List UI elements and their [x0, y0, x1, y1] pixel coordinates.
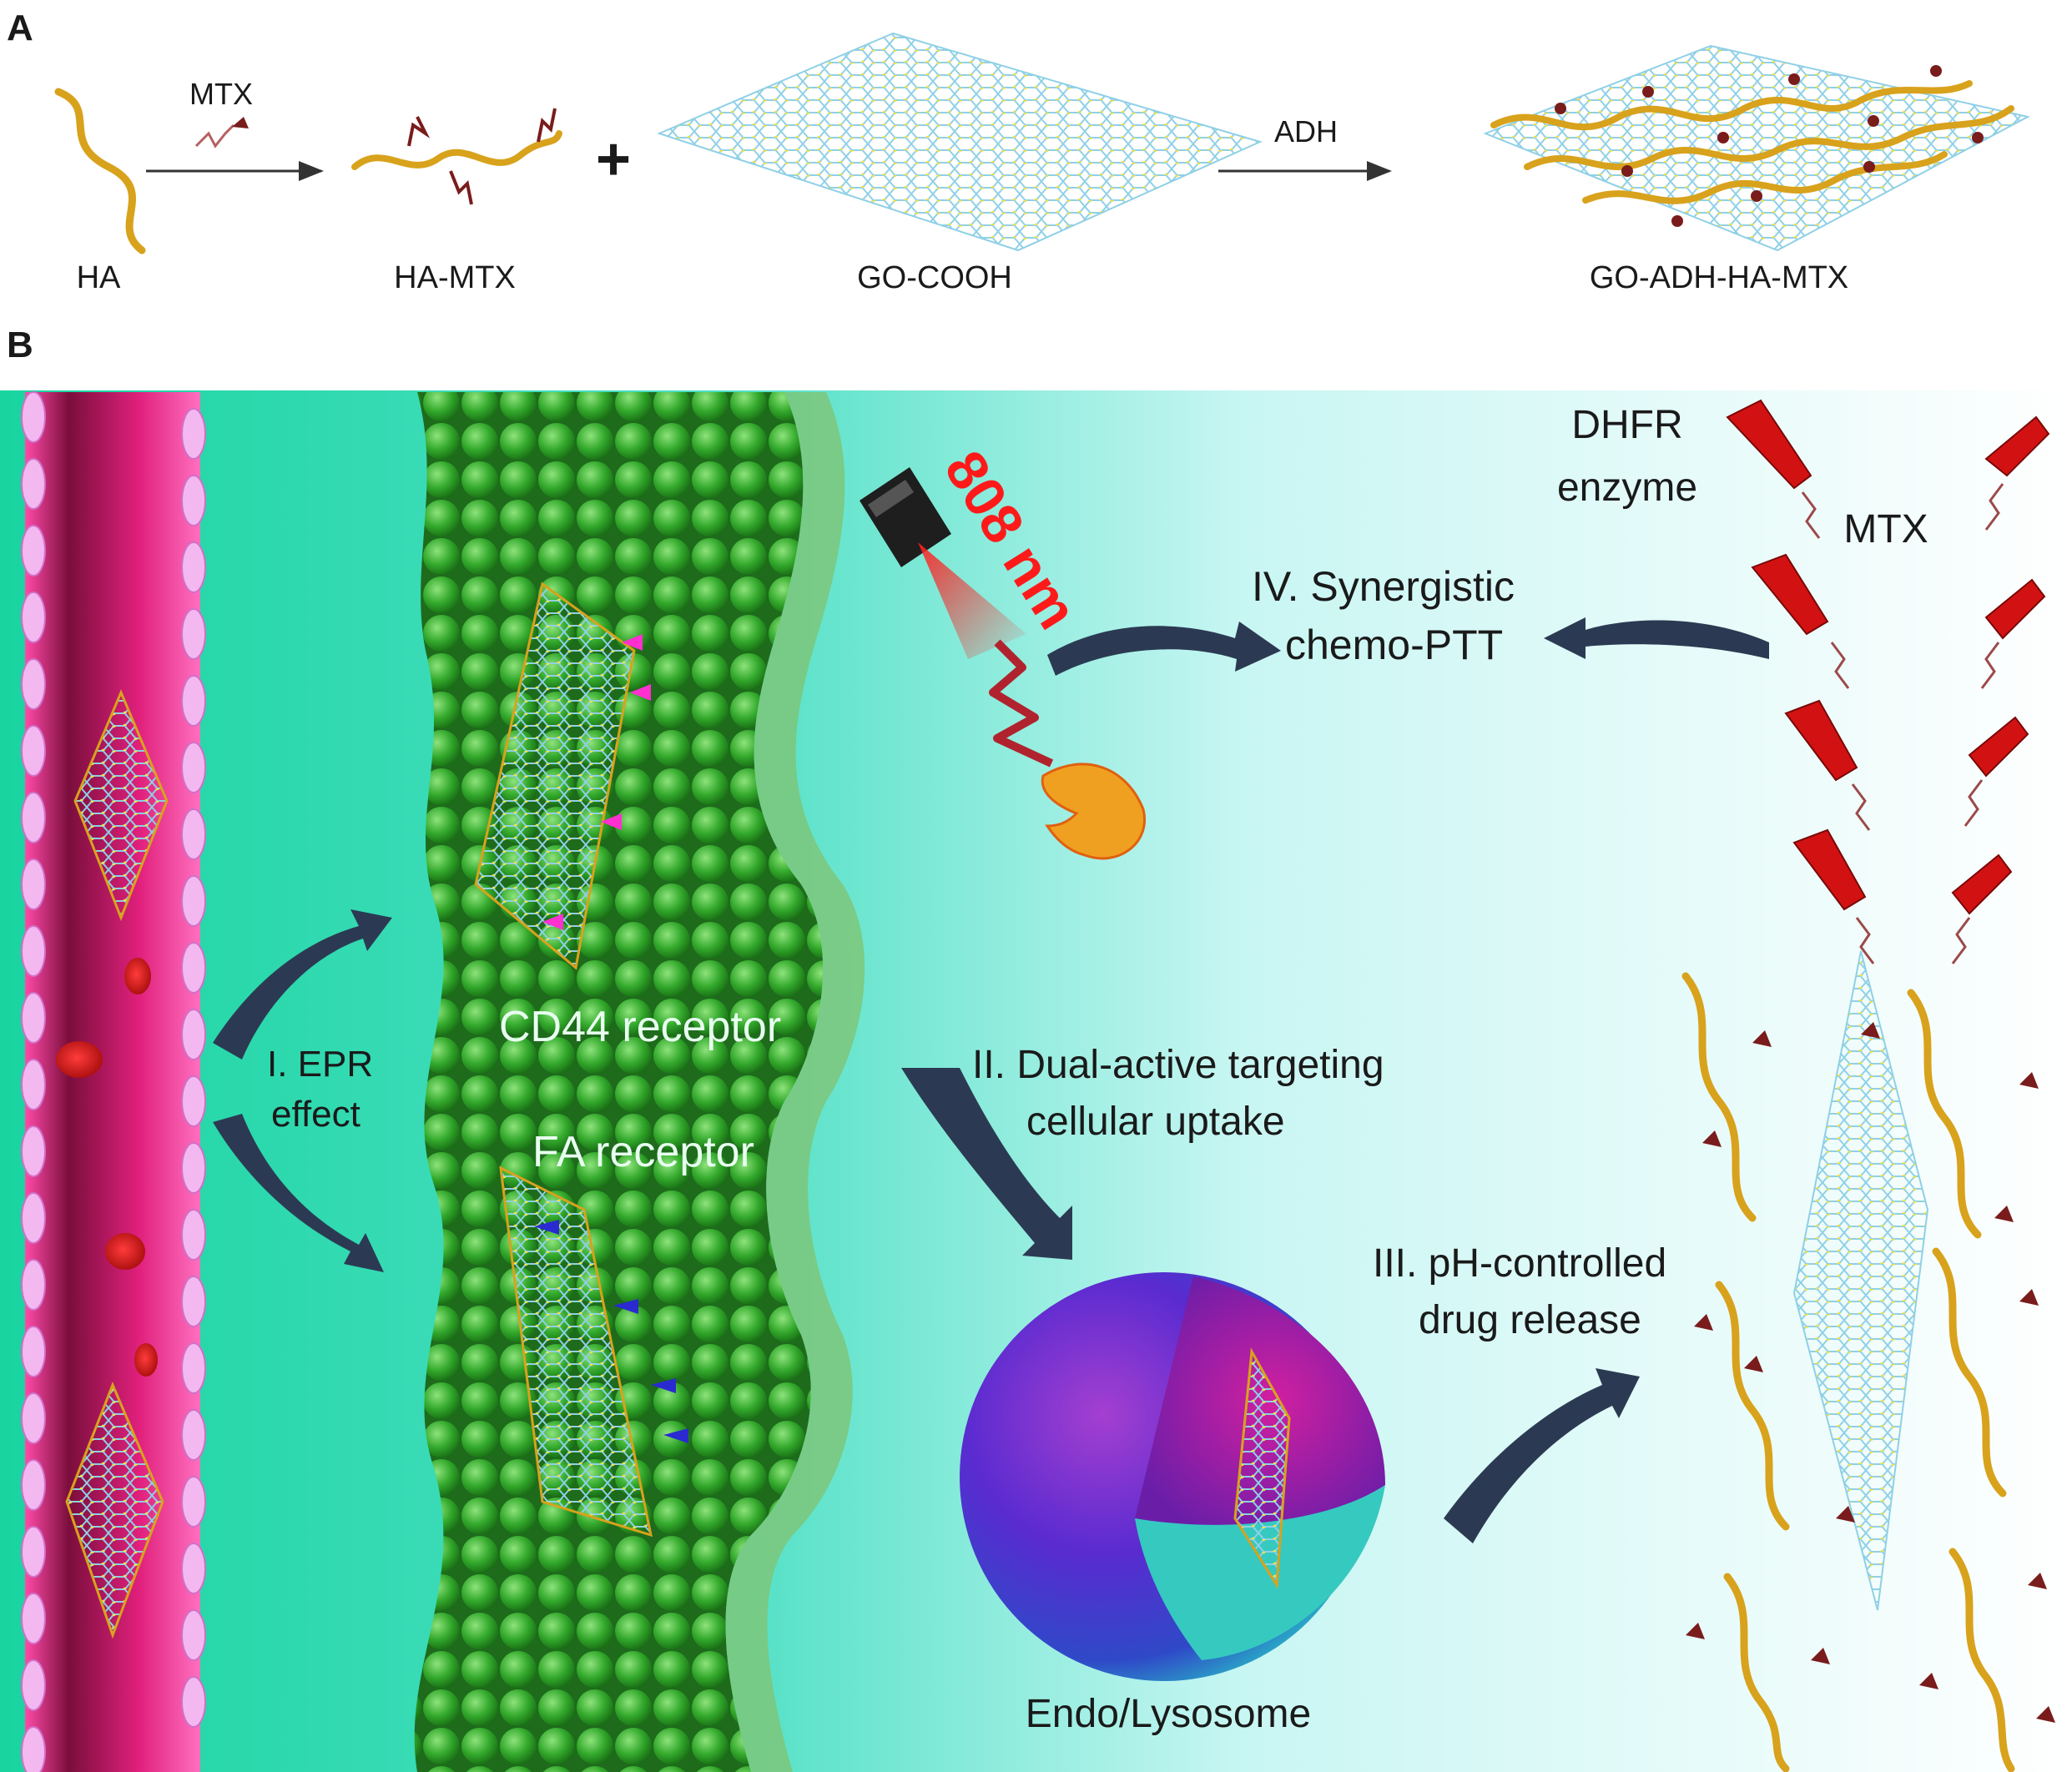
ha-mtx-drug-icon-2: [449, 170, 473, 205]
fa-label: FA receptor: [532, 1128, 754, 1176]
mtx-reagent-drug-icon: [232, 117, 249, 128]
label-go-cooh: GO-COOH: [857, 260, 1012, 295]
released-mtx-drugs: [1686, 1022, 2055, 1723]
panel-a-letter: A: [7, 8, 33, 48]
dhfr-line1: DHFR: [1571, 403, 1682, 447]
ha-chain: [54, 88, 146, 254]
dual-line1: II. Dual-active targeting: [972, 1043, 1384, 1087]
plus-sign: +: [596, 126, 631, 193]
mtx-label: MTX: [1843, 507, 1928, 551]
fa-bound-nanosheet: [499, 1165, 653, 1538]
endolysosome-inner-shell: [1135, 1485, 1385, 1660]
go-cooh-sheet: [657, 32, 1263, 252]
synergy-arrow-left: [1047, 622, 1281, 676]
cd44-label: CD44 receptor: [499, 1003, 781, 1051]
product-mtx-drugs: [1555, 65, 1984, 227]
ph-release-arrow: [1444, 1368, 1640, 1543]
label-ha-mtx: HA-MTX: [394, 260, 516, 295]
synergy-line1: IV. Synergistic: [1252, 563, 1515, 610]
cd44-bound-nanosheet: [474, 581, 636, 970]
reagent-adh: ADH: [1274, 114, 1338, 149]
label-ha: HA: [77, 260, 121, 295]
panel-b: CD44 receptor FA receptor I. EPR effect …: [0, 390, 2072, 1772]
released-ha-chains: [1681, 972, 2015, 1772]
epr-arrow-down: [213, 1114, 384, 1272]
product-ha-chains: [1490, 80, 2014, 204]
reagent-mtx: MTX: [189, 77, 253, 111]
red-blood-cells: [56, 958, 158, 1377]
flame-icon: [1041, 763, 1146, 860]
endolysosome-nanosheet: [1233, 1347, 1291, 1589]
cell-membrane-back: [725, 392, 865, 1772]
epr-line1: I. EPR: [267, 1044, 373, 1085]
ph-line2: drug release: [1419, 1298, 1641, 1342]
ha-mtx-drug-icon-1: [407, 116, 431, 147]
laser-icon: [860, 467, 1026, 659]
panel-b-letter: B: [7, 325, 33, 365]
ha-mtx-chain: [351, 130, 562, 170]
synergy-arrow-right: [1544, 617, 1769, 659]
dual-targeting-arrow: [901, 1068, 1072, 1260]
blood-vessel: [25, 392, 200, 1772]
fa-receptors: [534, 1220, 688, 1443]
ph-line1: III. pH-controlled: [1373, 1241, 1666, 1286]
synergy-line2: chemo-PTT: [1285, 622, 1503, 668]
epr-line2: effect: [271, 1094, 360, 1135]
label-product: GO-ADH-HA-MTX: [1590, 260, 1848, 295]
vessel-nanosheet-1: [73, 689, 169, 922]
release-nanosheet: [1792, 950, 1929, 1611]
mtx-reagent-icon: [194, 123, 235, 149]
heat-zigzag: [989, 639, 1054, 768]
dhfr-enzymes: [1726, 399, 2050, 915]
dual-line2: cellular uptake: [1026, 1100, 1285, 1144]
mtx-molecules: [1801, 483, 2004, 964]
ha-mtx-drug-icon-3: [537, 108, 557, 143]
endothelial-cells: [21, 391, 206, 1772]
dhfr-line2: enzyme: [1557, 466, 1697, 510]
product-sheet: [1483, 44, 2030, 252]
cd44-receptors: [542, 634, 651, 930]
epr-arrow-up: [213, 909, 392, 1060]
endo-label: Endo/Lysosome: [1026, 1692, 1311, 1736]
vessel-nanosheet-2: [65, 1382, 164, 1639]
